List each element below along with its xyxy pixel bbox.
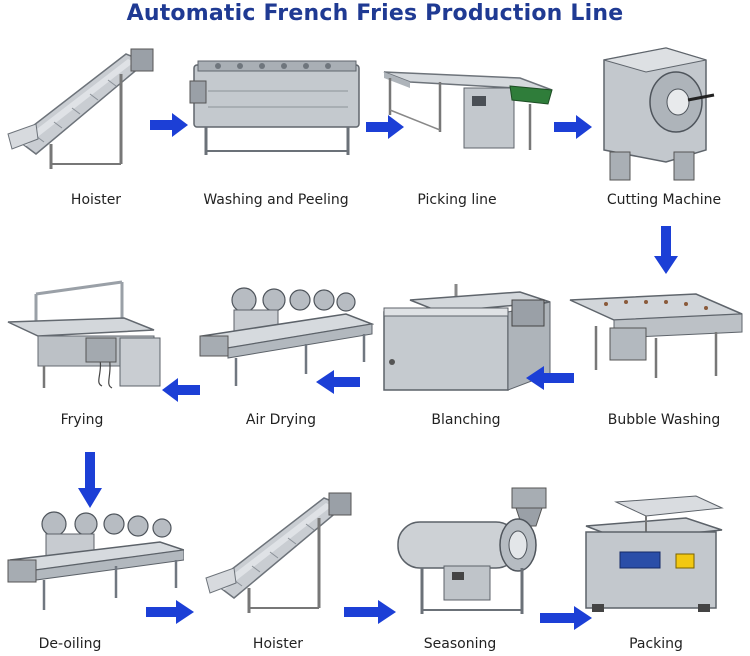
step-label-cutting-machine: Cutting Machine xyxy=(606,192,722,208)
de-oiling-machine-icon xyxy=(4,508,184,620)
step-label-seasoning: Seasoning xyxy=(423,636,497,652)
arrow-down-icon xyxy=(78,452,102,508)
arrow-left-icon xyxy=(162,378,200,402)
washing-peeling-machine-icon xyxy=(188,55,366,160)
seasoning-machine-icon xyxy=(392,486,562,626)
step-label-air-drying: Air Drying xyxy=(245,412,317,428)
cutting-machine-icon xyxy=(596,40,720,188)
arrow-right-icon xyxy=(344,600,396,624)
picking-line-machine-icon xyxy=(380,60,558,160)
frying-machine-icon xyxy=(4,278,182,393)
blanching-machine-icon xyxy=(380,282,558,394)
step-label-picking-line: Picking line xyxy=(417,192,497,208)
page-title: Automatic French Fries Production Line xyxy=(126,1,624,26)
step-label-hoister: Hoister xyxy=(70,192,122,208)
arrow-left-icon xyxy=(316,370,360,394)
arrow-right-icon xyxy=(146,600,194,624)
step-label-hoister-2: Hoister xyxy=(252,636,304,652)
arrow-down-icon xyxy=(654,226,678,274)
step-label-de-oiling: De-oiling xyxy=(38,636,102,652)
step-label-blanching: Blanching xyxy=(431,412,501,428)
step-label-bubble-washing: Bubble Washing xyxy=(607,412,721,428)
air-drying-machine-icon xyxy=(196,282,374,390)
step-label-washing-peeling: Washing and Peeling xyxy=(203,192,349,208)
arrow-right-icon xyxy=(554,115,592,139)
bubble-washing-machine-icon xyxy=(566,290,746,386)
hoister-machine-icon xyxy=(6,44,166,179)
arrow-right-icon xyxy=(540,606,592,630)
arrow-right-icon xyxy=(150,113,188,137)
packing-machine-icon xyxy=(576,492,726,616)
arrow-right-icon xyxy=(366,115,404,139)
hoister-machine-icon xyxy=(204,488,364,623)
arrow-left-icon xyxy=(526,366,574,390)
step-label-packing: Packing xyxy=(629,636,683,652)
step-label-frying: Frying xyxy=(60,412,104,428)
